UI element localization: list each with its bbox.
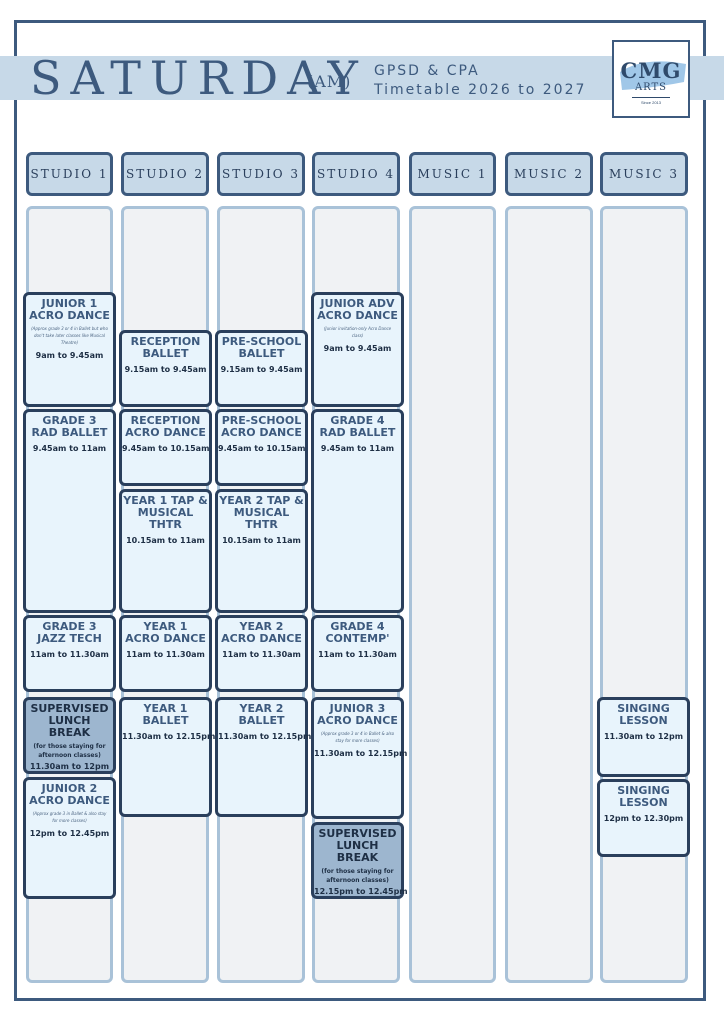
column-header-studio-4: STUDIO 4 — [312, 152, 400, 196]
page-subtitle: GPSD & CPA Timetable 2026 to 2027 — [374, 62, 586, 100]
class-block: YEAR 2 TAP & MUSICAL THTR 10.15am to 11a… — [215, 489, 308, 613]
column-track-music-1 — [409, 206, 496, 983]
org-line: GPSD & CPA — [374, 63, 480, 79]
class-block: SINGING LESSON 11.30am to 12pm — [597, 697, 690, 777]
class-title: YEAR 2 ACRO DANCE — [221, 620, 302, 645]
class-block: GRADE 3 RAD BALLET 9.45am to 11am — [23, 409, 116, 613]
class-block: YEAR 1 BALLET 11.30am to 12.15pm — [119, 697, 216, 817]
class-title: YEAR 1 ACRO DANCE — [125, 620, 206, 645]
class-title: SINGING LESSON — [617, 702, 670, 727]
class-block: PRE-SCHOOL ACRO DANCE 9.45am to 10.15am — [215, 409, 308, 486]
class-block: GRADE 3 JAZZ TECH 11am to 11.30am — [23, 615, 116, 692]
class-title: PRE-SCHOOL BALLET — [221, 335, 302, 360]
class-title: PRE-SCHOOL ACRO DANCE — [221, 414, 302, 439]
class-block: JUNIOR 2 ACRO DANCE (Approx grade 3 in B… — [23, 777, 116, 899]
class-time: 10.15am to 11am — [126, 536, 205, 545]
class-time: 11am to 11.30am — [318, 650, 397, 659]
class-title: GRADE 3 RAD BALLET — [31, 414, 108, 439]
column-header-studio-2: STUDIO 2 — [121, 152, 209, 196]
logo-sub-text: ARTS — [634, 82, 668, 93]
logo-brush-stroke — [620, 61, 686, 90]
class-title: SINGING LESSON — [617, 784, 670, 809]
class-title: RECEPTION BALLET — [130, 335, 201, 360]
page-frame — [14, 20, 706, 1001]
class-title: YEAR 1 TAP & MUSICAL THTR — [123, 494, 208, 531]
class-time: 9.15am to 9.45am — [220, 365, 303, 374]
class-title: GRADE 3 JAZZ TECH — [37, 620, 102, 645]
class-block: YEAR 2 ACRO DANCE 11am to 11.30am — [215, 615, 308, 692]
title-band — [0, 56, 724, 100]
class-note: (for those staying for afternoon classes… — [321, 868, 394, 884]
class-title: SUPERVISED LUNCH BREAK — [30, 702, 109, 739]
page-title-period: (AM) — [307, 72, 352, 91]
column-header-studio-3: STUDIO 3 — [217, 152, 305, 196]
class-time: 11am to 11.30am — [126, 650, 205, 659]
class-time: 9am to 9.45am — [35, 351, 104, 360]
class-block: JUNIOR 1 ACRO DANCE (Approx grade 3 or 4… — [23, 292, 116, 407]
class-block: JUNIOR 3 ACRO DANCE (Approx grade 3 or 4… — [311, 697, 408, 819]
class-time: 11.30am to 12.15pm — [122, 732, 216, 741]
class-time: 9.45am to 10.15am — [122, 444, 210, 453]
class-time: 12pm to 12.30pm — [603, 814, 684, 823]
class-time: 11.30am to 12pm — [29, 762, 110, 771]
class-time: 11.30am to 12.15pm — [314, 749, 408, 758]
class-note: (Approx grade 3 or 4 in Ballet & also st… — [320, 731, 395, 743]
class-block: YEAR 1 TAP & MUSICAL THTR 10.15am to 11a… — [119, 489, 212, 613]
class-time: 12pm to 12.45pm — [29, 829, 110, 838]
class-time: 10.15am to 11am — [222, 536, 301, 545]
class-title: RECEPTION ACRO DANCE — [125, 414, 206, 439]
class-title: JUNIOR 1 ACRO DANCE — [29, 297, 110, 322]
class-time: 9.45am to 10.15am — [218, 444, 306, 453]
column-header-music-2: MUSIC 2 — [505, 152, 593, 196]
timetable-line: Timetable 2026 to 2027 — [374, 82, 587, 98]
class-title: JUNIOR 3 ACRO DANCE — [317, 702, 398, 727]
column-track-music-2 — [505, 206, 593, 983]
class-block: JUNIOR ADV ACRO DANCE (Junior invitation… — [311, 292, 404, 407]
class-time: 9am to 9.45am — [323, 344, 392, 353]
class-time: 12.15pm to 12.45pm — [314, 887, 408, 896]
class-block: GRADE 4 CONTEMP' 11am to 11.30am — [311, 615, 404, 692]
class-block: YEAR 1 ACRO DANCE 11am to 11.30am — [119, 615, 212, 692]
class-title: YEAR 2 TAP & MUSICAL THTR — [219, 494, 304, 531]
class-block: PRE-SCHOOL BALLET 9.15am to 9.45am — [215, 330, 308, 407]
class-block: RECEPTION ACRO DANCE 9.45am to 10.15am — [119, 409, 212, 486]
class-time: 11am to 11.30am — [222, 650, 301, 659]
class-note: (Approx grade 3 or 4 in Ballet but who d… — [31, 326, 108, 345]
class-time: 11.30am to 12pm — [603, 732, 684, 741]
class-time: 9.45am to 11am — [32, 444, 107, 453]
class-block: GRADE 4 RAD BALLET 9.45am to 11am — [311, 409, 404, 613]
lunch-break-block: SUPERVISED LUNCH BREAK (for those stayin… — [311, 822, 408, 899]
class-note: (Approx grade 3 in Ballet & also stay fo… — [32, 811, 107, 823]
class-title: GRADE 4 RAD BALLET — [319, 414, 396, 439]
class-title: YEAR 2 BALLET — [238, 702, 285, 727]
class-title: YEAR 1 BALLET — [142, 702, 189, 727]
class-block: RECEPTION BALLET 9.15am to 9.45am — [119, 330, 212, 407]
class-note: (Junior invitation-only Acro Dance class… — [323, 326, 392, 338]
class-block: SINGING LESSON 12pm to 12.30pm — [597, 779, 690, 857]
cmg-arts-logo: CMG ARTS Since 2013 — [612, 40, 690, 118]
column-header-music-1: MUSIC 1 — [409, 152, 496, 196]
class-title: JUNIOR ADV ACRO DANCE — [317, 297, 398, 322]
class-title: SUPERVISED LUNCH BREAK — [318, 827, 397, 864]
lunch-break-block: SUPERVISED LUNCH BREAK (for those stayin… — [23, 697, 116, 774]
logo-est-text: Since 2013 — [640, 100, 661, 105]
class-title: GRADE 4 CONTEMP' — [325, 620, 390, 645]
class-time: 11am to 11.30am — [30, 650, 109, 659]
column-header-studio-1: STUDIO 1 — [26, 152, 113, 196]
class-block: YEAR 2 BALLET 11.30am to 12.15pm — [215, 697, 312, 817]
class-time: 9.15am to 9.45am — [124, 365, 207, 374]
class-title: JUNIOR 2 ACRO DANCE — [29, 782, 110, 807]
column-track-music-3 — [600, 206, 688, 983]
logo-main-text: CMG — [620, 58, 682, 83]
class-time: 9.45am to 11am — [320, 444, 395, 453]
page-title: SATURDAY — [30, 51, 367, 105]
class-time: 11.30am to 12.15pm — [218, 732, 312, 741]
class-note: (for those staying for afternoon classes… — [33, 743, 106, 759]
logo-divider — [632, 97, 670, 98]
column-header-music-3: MUSIC 3 — [600, 152, 688, 196]
